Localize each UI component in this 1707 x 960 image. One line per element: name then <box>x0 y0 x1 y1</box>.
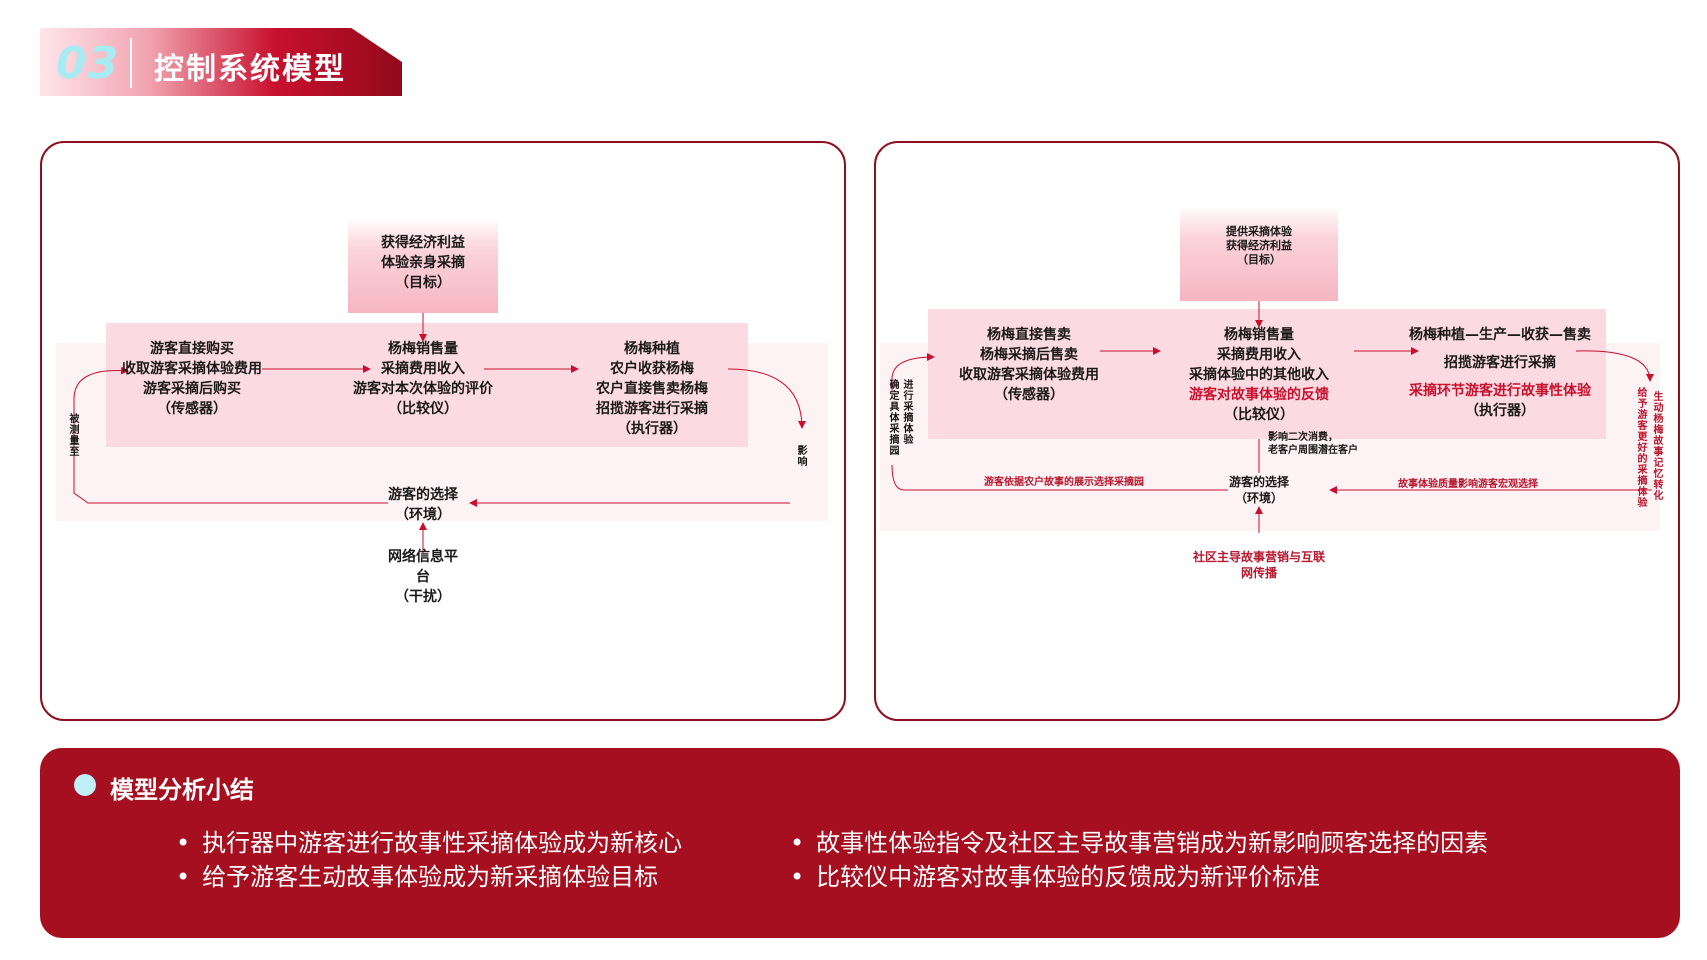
sensor-node: 杨梅直接售卖 杨梅采摘后售卖 收取游客采摘体验费用 （传感器） <box>946 325 1112 405</box>
environment-line: （环境） <box>395 507 451 523</box>
summary-bullet: 执行器中游客进行故事性采摘体验成为新核心 <box>176 826 682 860</box>
secondary-line: 老客户周围潜在客户 <box>1268 445 1358 456</box>
vivid-story-label: 生动杨梅故事记忆转化 <box>1651 391 1662 501</box>
environment-line: 游客的选择 <box>1228 475 1289 489</box>
goal-node: 提供采摘体验 获得经济利益 （目标） <box>1180 225 1338 267</box>
section-title: 控制系统模型 <box>154 52 346 87</box>
environment-line: （环境） <box>1234 491 1283 505</box>
new-model-panel: 提供采摘体验 获得经济利益 （目标） 杨梅直接售卖 杨梅采摘后售卖 收取游客采摘… <box>874 141 1680 721</box>
disturbance-line: 网传播 <box>1240 566 1277 580</box>
sensor-line: （传感器） <box>994 387 1064 403</box>
executor-line: 招揽游客进行采摘 <box>1444 355 1556 371</box>
summary-bullet: 故事性体验指令及社区主导故事营销成为新影响顾客选择的因素 <box>790 826 1488 860</box>
goal-box <box>1180 205 1338 301</box>
goal-line: 获得经济利益 <box>1226 239 1292 252</box>
executor-line: 杨梅种植—生产—收获—售卖 <box>1409 327 1591 343</box>
section-header: 03 控制系统模型 <box>40 28 402 96</box>
goal-line: （目标） <box>395 275 451 291</box>
sensor-line: 收取游客采摘体验费用 <box>959 367 1099 383</box>
do-picking-label: 进行采摘体验 <box>901 379 912 445</box>
comparator-line: 采摘体验中的其他收入 <box>1189 367 1329 383</box>
sensor-line: （传感器） <box>157 401 227 417</box>
comparator-line: 采摘费用收入 <box>381 361 465 377</box>
executor-line: （执行器） <box>1465 403 1535 419</box>
goal-line: 获得经济利益 <box>381 235 465 251</box>
summary-dot-icon <box>74 774 96 796</box>
left-arrows <box>73 313 806 553</box>
environment-node: 游客的选择 （环境） <box>1214 474 1304 506</box>
disturbance-line: 网络信息平 <box>388 549 458 565</box>
goal-node: 获得经济利益 体验亲身采摘 （目标） <box>348 233 498 293</box>
sensor-line: 杨梅直接售卖 <box>987 327 1071 343</box>
header-divider <box>130 38 132 88</box>
executor-line: 农户收获杨梅 <box>610 361 694 377</box>
confirm-garden-label: 确定具体采摘园 <box>887 379 898 456</box>
executor-line: 农户直接售卖杨梅 <box>596 381 708 397</box>
secondary-consumption-label: 影响二次消费， 老客户周围潜在客户 <box>1268 431 1388 457</box>
sensor-line: 游客直接购买 <box>150 341 234 357</box>
story-quality-label: 故事体验质量影响游客宏观选择 <box>1398 479 1538 490</box>
executor-line: 采摘环节游客进行故事性体验 <box>1409 383 1591 399</box>
comparator-line: 游客对故事体验的反馈 <box>1189 387 1329 403</box>
executor-line: （执行器） <box>617 421 687 437</box>
comparator-line: （比较仪） <box>388 401 458 417</box>
summary-title: 模型分析小结 <box>110 776 254 804</box>
section-number: 03 <box>56 38 120 89</box>
summary-bullet: 比较仪中游客对故事体验的反馈成为新评价标准 <box>790 860 1320 894</box>
summary-box: 模型分析小结 执行器中游客进行故事性采摘体验成为新核心 给予游客生动故事体验成为… <box>40 748 1680 938</box>
disturbance-line: （干扰） <box>395 589 451 605</box>
disturbance-node: 社区主导故事营销与互联 网传播 <box>1169 549 1349 581</box>
executor-line: 杨梅种植 <box>624 341 680 357</box>
measured-label: 被测量至 <box>67 413 78 457</box>
right-arrows <box>891 301 1654 533</box>
sensor-node: 游客直接购买 收取游客采摘体验费用 游客采摘后购买 （传感器） <box>112 339 272 419</box>
secondary-line: 影响二次消费， <box>1268 432 1338 443</box>
process-band <box>928 309 1606 439</box>
give-better-label: 给予游客更好的采摘体验 <box>1635 387 1646 508</box>
goal-box <box>348 217 498 313</box>
original-model-panel: 获得经济利益 体验亲身采摘 （目标） 游客直接购买 收取游客采摘体验费用 游客采… <box>40 141 846 721</box>
executor-line: 招揽游客进行采摘 <box>596 401 708 417</box>
influence-label: 影响 <box>795 445 806 467</box>
goal-line: （目标） <box>1237 253 1281 266</box>
goal-line: 提供采摘体验 <box>1226 225 1292 238</box>
executor-node: 杨梅种植 农户收获杨梅 农户直接售卖杨梅 招揽游客进行采摘 （执行器） <box>572 339 732 439</box>
comparator-line: 杨梅销售量 <box>388 341 458 357</box>
executor-node: 杨梅种植—生产—收获—售卖 招揽游客进行采摘 采摘环节游客进行故事性体验 （执行… <box>1394 325 1606 421</box>
comparator-line: 杨梅销售量 <box>1224 327 1294 343</box>
environment-line: 游客的选择 <box>388 487 458 503</box>
comparator-line: （比较仪） <box>1224 407 1294 423</box>
comparator-line: 采摘费用收入 <box>1217 347 1301 363</box>
comparator-node: 杨梅销售量 采摘费用收入 游客对本次体验的评价 （比较仪） <box>338 339 508 419</box>
comparator-line: 游客对本次体验的评价 <box>353 381 493 397</box>
sensor-line: 游客采摘后购买 <box>143 381 241 397</box>
sensor-line: 杨梅采摘后售卖 <box>980 347 1078 363</box>
story-display-label: 游客依据农户故事的展示选择采摘园 <box>984 477 1144 488</box>
summary-bullet: 给予游客生动故事体验成为新采摘体验目标 <box>176 860 658 894</box>
disturbance-line: 台 <box>416 569 430 585</box>
comparator-node: 杨梅销售量 采摘费用收入 采摘体验中的其他收入 游客对故事体验的反馈 （比较仪） <box>1166 325 1352 425</box>
disturbance-node: 网络信息平 台 （干扰） <box>363 547 483 607</box>
goal-line: 体验亲身采摘 <box>381 255 465 271</box>
sensor-line: 收取游客采摘体验费用 <box>122 361 262 377</box>
process-band <box>106 323 748 447</box>
disturbance-line: 社区主导故事营销与互联 <box>1192 550 1325 564</box>
environment-node: 游客的选择 （环境） <box>373 485 473 525</box>
